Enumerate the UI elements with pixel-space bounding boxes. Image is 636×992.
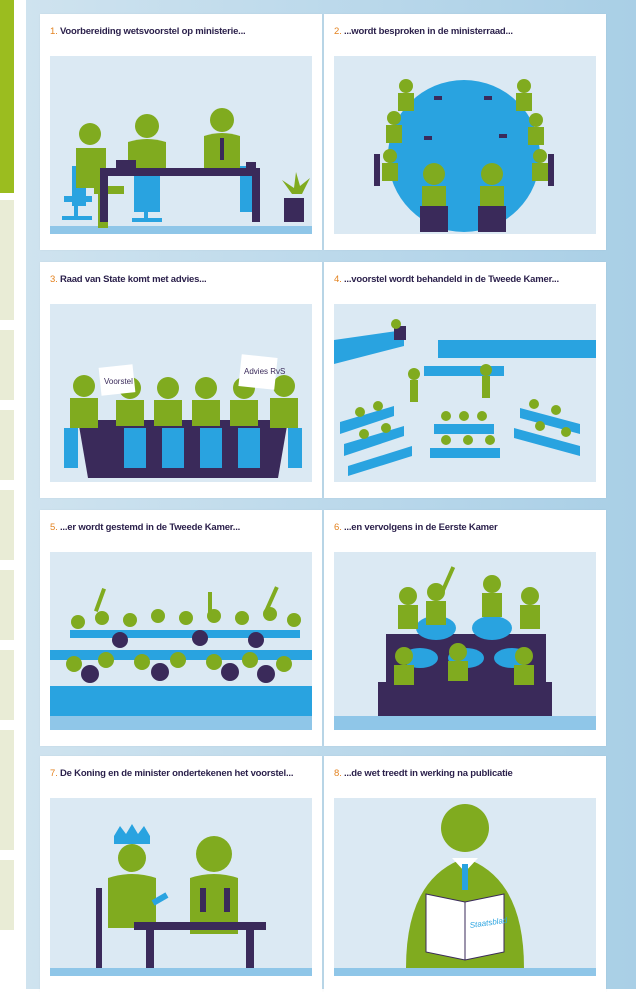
step-number: 5. <box>50 522 58 533</box>
publication-illustration: Staatsblad <box>334 798 596 976</box>
step-panel-1: 1. Voorbereiding wetsvoorstel op ministe… <box>40 14 322 250</box>
step-caption: 8. ...de wet treedt in werking na public… <box>334 768 513 779</box>
house-vote-illustration <box>50 552 312 730</box>
sidebar-segment <box>0 730 14 852</box>
step-panel-7: 7. De Koning en de minister ondertekenen… <box>40 756 322 992</box>
step-panel-2: 2. ...wordt besproken in de ministerraad… <box>324 14 606 250</box>
king-signing-illustration <box>50 798 312 976</box>
step-caption: 6. ...en vervolgens in de Eerste Kamer <box>334 522 498 533</box>
step-caption: 2. ...wordt besproken in de ministerraad… <box>334 26 513 37</box>
ministry-meeting-illustration <box>50 56 312 234</box>
step-panel-3: 3. Raad van State komt met advies... Voo… <box>40 262 322 498</box>
step-number: 4. <box>334 274 342 285</box>
step-text: ...en vervolgens in de Eerste Kamer <box>343 522 498 533</box>
step-caption: 7. De Koning en de minister ondertekenen… <box>50 768 293 779</box>
step-number: 3. <box>50 274 58 285</box>
step-number: 7. <box>50 768 58 779</box>
step-number: 2. <box>334 26 342 37</box>
sidebar-segment <box>0 330 14 402</box>
council-of-ministers-illustration <box>334 56 596 234</box>
sidebar-segment <box>0 860 14 932</box>
step-caption: 1. Voorbereiding wetsvoorstel op ministe… <box>50 26 246 37</box>
left-sidebar <box>0 0 16 989</box>
step-panel-4: 4. ...voorstel wordt behandeld in de Twe… <box>324 262 606 498</box>
sidebar-segment <box>0 570 14 642</box>
step-text: ...er wordt gestemd in de Tweede Kamer..… <box>59 522 241 533</box>
step-panel-5: 5. ...er wordt gestemd in de Tweede Kame… <box>40 510 322 746</box>
council-of-state-illustration: Voorstel Advies RvS <box>50 304 312 482</box>
step-text: ...wordt besproken in de ministerraad... <box>343 26 513 37</box>
sidebar-segment <box>0 410 14 482</box>
step-number: 6. <box>334 522 342 533</box>
step-panel-6: 6. ...en vervolgens in de Eerste Kamer <box>324 510 606 746</box>
step-panel-8: 8. ...de wet treedt in werking na public… <box>324 756 606 992</box>
step-text: De Koning en de minister ondertekenen he… <box>59 768 294 779</box>
sidebar-segment <box>0 200 14 322</box>
voorstel-sign-label: Voorstel <box>104 377 133 386</box>
sidebar-segment <box>0 650 14 722</box>
step-number: 8. <box>334 768 342 779</box>
step-caption: 4. ...voorstel wordt behandeld in de Twe… <box>334 274 559 285</box>
step-text: ...voorstel wordt behandeld in de Tweede… <box>343 274 559 285</box>
advies-rvs-sign-label: Advies RvS <box>244 367 285 376</box>
step-text: Raad van State komt met advies... <box>59 274 207 285</box>
step-text: ...de wet treedt in werking na publicati… <box>343 768 513 779</box>
step-number: 1. <box>50 26 58 37</box>
step-caption: 3. Raad van State komt met advies... <box>50 274 207 285</box>
crown-icon <box>114 824 150 844</box>
sidebar-accent <box>0 0 14 193</box>
step-caption: 5. ...er wordt gestemd in de Tweede Kame… <box>50 522 240 533</box>
sidebar-segment <box>0 490 14 562</box>
house-debate-illustration <box>334 304 596 482</box>
step-text: Voorbereiding wetsvoorstel op ministerie… <box>59 26 246 37</box>
senate-vote-illustration <box>334 552 596 730</box>
